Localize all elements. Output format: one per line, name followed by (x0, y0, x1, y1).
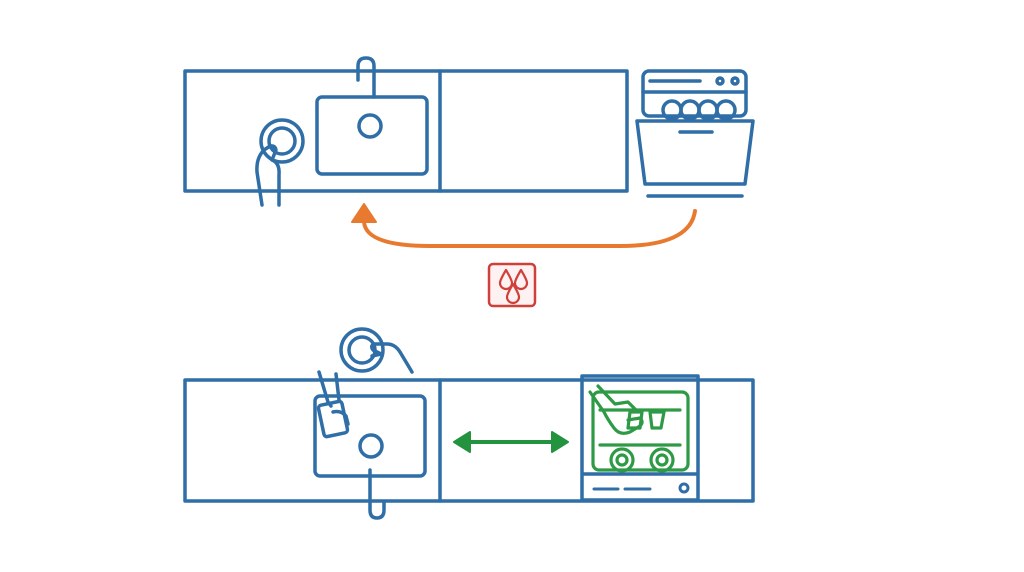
dishwasher-cabinet (580, 374, 700, 502)
loading-hand-icon (588, 384, 644, 435)
plate-icon (339, 327, 385, 373)
plate-green-2 (649, 447, 675, 473)
cup-2 (648, 410, 666, 430)
hand-outline (588, 390, 644, 435)
faucet-icon (368, 468, 386, 520)
plate-green-1-inner (615, 453, 629, 467)
hand-outline (255, 144, 281, 207)
arrow-head-left (453, 431, 471, 453)
dish-rack-frame (591, 390, 690, 472)
connector (351, 203, 697, 308)
bottom-counter (183, 378, 755, 503)
double-headed-arrow-icon (453, 431, 569, 453)
water-drop-2 (513, 268, 529, 291)
cup-1 (626, 410, 644, 430)
arm-line-2 (334, 372, 341, 402)
plate-outer (259, 118, 305, 164)
dishwasher-knob-2 (730, 76, 740, 86)
water-drop-1 (498, 268, 514, 291)
top-layout (183, 56, 755, 207)
top-counter (183, 69, 629, 193)
sponge-hand-icon (316, 370, 350, 439)
bottom-sink (313, 394, 427, 520)
faucet-icon (356, 56, 376, 99)
top-counter-outline (183, 69, 629, 193)
curved-arrow-head (351, 203, 377, 223)
plate-green-1 (609, 447, 635, 473)
water-drops-icon (487, 262, 537, 308)
bottom-counter-outline (183, 378, 755, 503)
curved-arrow-icon (362, 209, 697, 248)
bottom-layout (183, 327, 755, 520)
dishwasher-knob-1 (715, 76, 725, 86)
water-drop-3 (505, 282, 521, 305)
dishwasher-open-icon (580, 374, 700, 502)
dishwasher-door (635, 119, 755, 186)
plate-green-2-inner (655, 453, 669, 467)
plate-inner (267, 126, 297, 156)
top-dishwasher (635, 69, 755, 198)
arrow-head-right (551, 431, 569, 453)
sink-drain-icon (358, 433, 384, 459)
top-sink (315, 56, 429, 176)
sink-drain-icon (357, 113, 383, 139)
sponge (316, 399, 350, 439)
hand-icon (369, 342, 414, 374)
hand-holding-plate-icon (255, 118, 305, 207)
plate-and-hand (339, 327, 414, 374)
dishwasher-knob (678, 482, 690, 494)
dishes-icon (591, 390, 690, 473)
arm-line (317, 370, 333, 408)
sink-basin (315, 95, 429, 176)
hand-fingers (596, 384, 638, 412)
fingers (331, 409, 350, 426)
dishes-rack-icon (661, 99, 737, 121)
